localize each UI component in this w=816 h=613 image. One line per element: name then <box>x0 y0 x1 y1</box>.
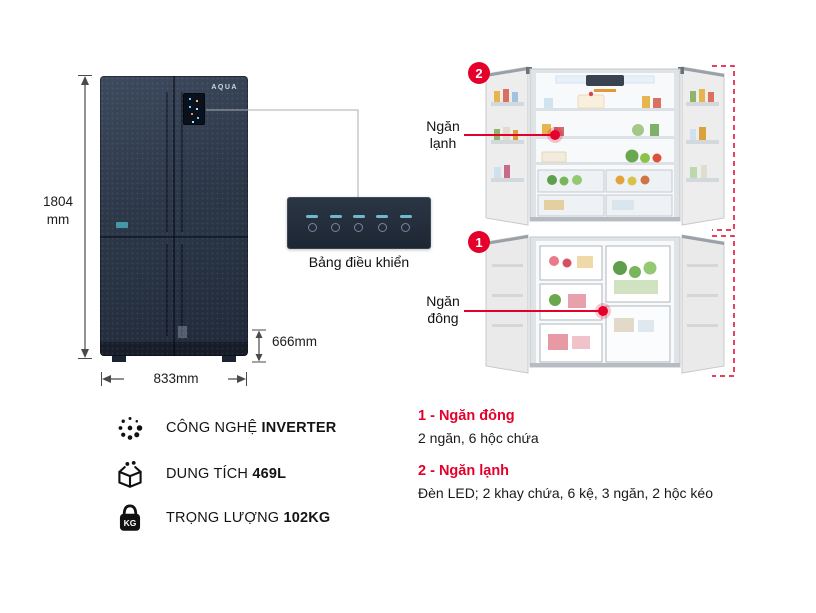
cooler-callout-label: Ngăn lạnh <box>426 118 460 151</box>
cooler-bracket-path <box>712 65 735 231</box>
depth-dimension-line <box>252 329 266 363</box>
spec-value: 102KG <box>283 510 331 526</box>
weight-icon-graphics: KG <box>119 504 141 531</box>
freezer-right-door <box>681 234 725 374</box>
freezer-number-badge: 1 <box>468 231 490 253</box>
weight-icon: KG <box>119 504 141 531</box>
spec-text-weight: TRỌNG LƯỢNG 102KG <box>166 510 330 526</box>
freezer-detail-title: 1 - Ngăn đông <box>418 408 515 424</box>
fridge-horizontal-seam <box>100 236 248 238</box>
panel-leader-line <box>206 109 359 198</box>
spec-value: INVERTER <box>261 420 337 436</box>
height-dimension-graphics <box>78 75 92 359</box>
freezer-bracket-path <box>712 235 735 377</box>
height-dimension-label: 1804 mm <box>42 194 74 227</box>
fridge-front-view: AQUA <box>100 76 248 356</box>
spec-label: DUNG TÍCH <box>166 466 249 482</box>
panel-leader-path <box>206 109 359 198</box>
control-panel-closeup <box>287 197 431 249</box>
cooler-number-badge: 2 <box>468 62 490 84</box>
panel-control-glyph <box>352 214 365 232</box>
panel-control-glyph <box>399 214 412 232</box>
freezer-callout-label: Ngăn đông <box>426 293 460 326</box>
cooler-right-door <box>681 66 725 226</box>
cooler-detail-title: 2 - Ngăn lạnh <box>418 462 510 479</box>
inverter-icon-graphics <box>118 416 143 440</box>
fridge-center-seam <box>173 76 175 356</box>
cooler-leader-line <box>464 134 552 136</box>
depth-dimension-graphics <box>252 329 266 363</box>
energy-label-sticker <box>178 326 187 338</box>
spec-label: TRỌNG LƯỢNG <box>166 510 280 526</box>
cooler-dashed-bracket <box>712 65 735 231</box>
spec-label: CÔNG NGHỆ <box>166 420 258 436</box>
panel-control-glyph <box>306 214 319 232</box>
cooler-detail-desc: Đèn LED; 2 khay chứa, 6 kệ, 3 ngăn, 2 hộ… <box>418 484 713 501</box>
inverter-badge-sticker <box>116 222 128 228</box>
brand-logo: AQUA <box>211 84 238 91</box>
fridge-handle <box>166 92 168 232</box>
panel-control-glyph <box>376 214 389 232</box>
panel-control-glyph <box>329 214 342 232</box>
cooler-point-marker <box>550 130 560 140</box>
freezer-detail-desc: 2 ngăn, 6 hộc chứa <box>418 430 539 446</box>
freezer-point-marker <box>598 306 608 316</box>
capacity-icon-graphics <box>118 460 142 488</box>
kg-icon-text: KG <box>124 518 137 528</box>
spec-row-capacity: DUNG TÍCH 469L <box>112 456 286 492</box>
spec-row-technology: CÔNG NGHỆ INVERTER <box>112 410 336 446</box>
depth-dimension-label: 666mm <box>272 334 318 349</box>
height-dimension-line <box>78 75 92 359</box>
compartment-details: 1 - Ngăn đông 2 ngăn, 6 hộc chứa 2 - Ngă… <box>418 408 714 518</box>
cooler-cabinet-interior <box>526 67 684 222</box>
freezer-left-door <box>485 234 529 374</box>
fridge-foot <box>222 356 236 362</box>
cooler-left-door <box>485 66 529 226</box>
fridge-open-freezer-view <box>485 234 725 374</box>
spec-value: 469L <box>252 466 287 482</box>
freezer-cabinet-interior <box>529 236 681 368</box>
spec-text-technology: CÔNG NGHỆ INVERTER <box>166 420 336 436</box>
freezer-leader-line <box>464 310 600 312</box>
display-pixels <box>189 98 191 100</box>
capacity-icon <box>118 460 142 488</box>
fridge-handle <box>181 244 183 336</box>
fridge-open-cooler-view <box>485 66 725 226</box>
freezer-dashed-bracket <box>712 235 735 377</box>
fridge-display <box>183 93 205 125</box>
width-dimension-label: 833mm <box>124 370 228 388</box>
fridge-plinth <box>100 342 248 356</box>
fridge-handle <box>166 244 168 336</box>
spec-text-capacity: DUNG TÍCH 469L <box>166 466 286 482</box>
control-panel-caption: Bảng điều khiển <box>308 254 410 270</box>
inverter-icon <box>118 416 143 440</box>
spec-row-weight: KG TRỌNG LƯỢNG 102KG <box>112 500 330 536</box>
fridge-foot <box>112 356 126 362</box>
